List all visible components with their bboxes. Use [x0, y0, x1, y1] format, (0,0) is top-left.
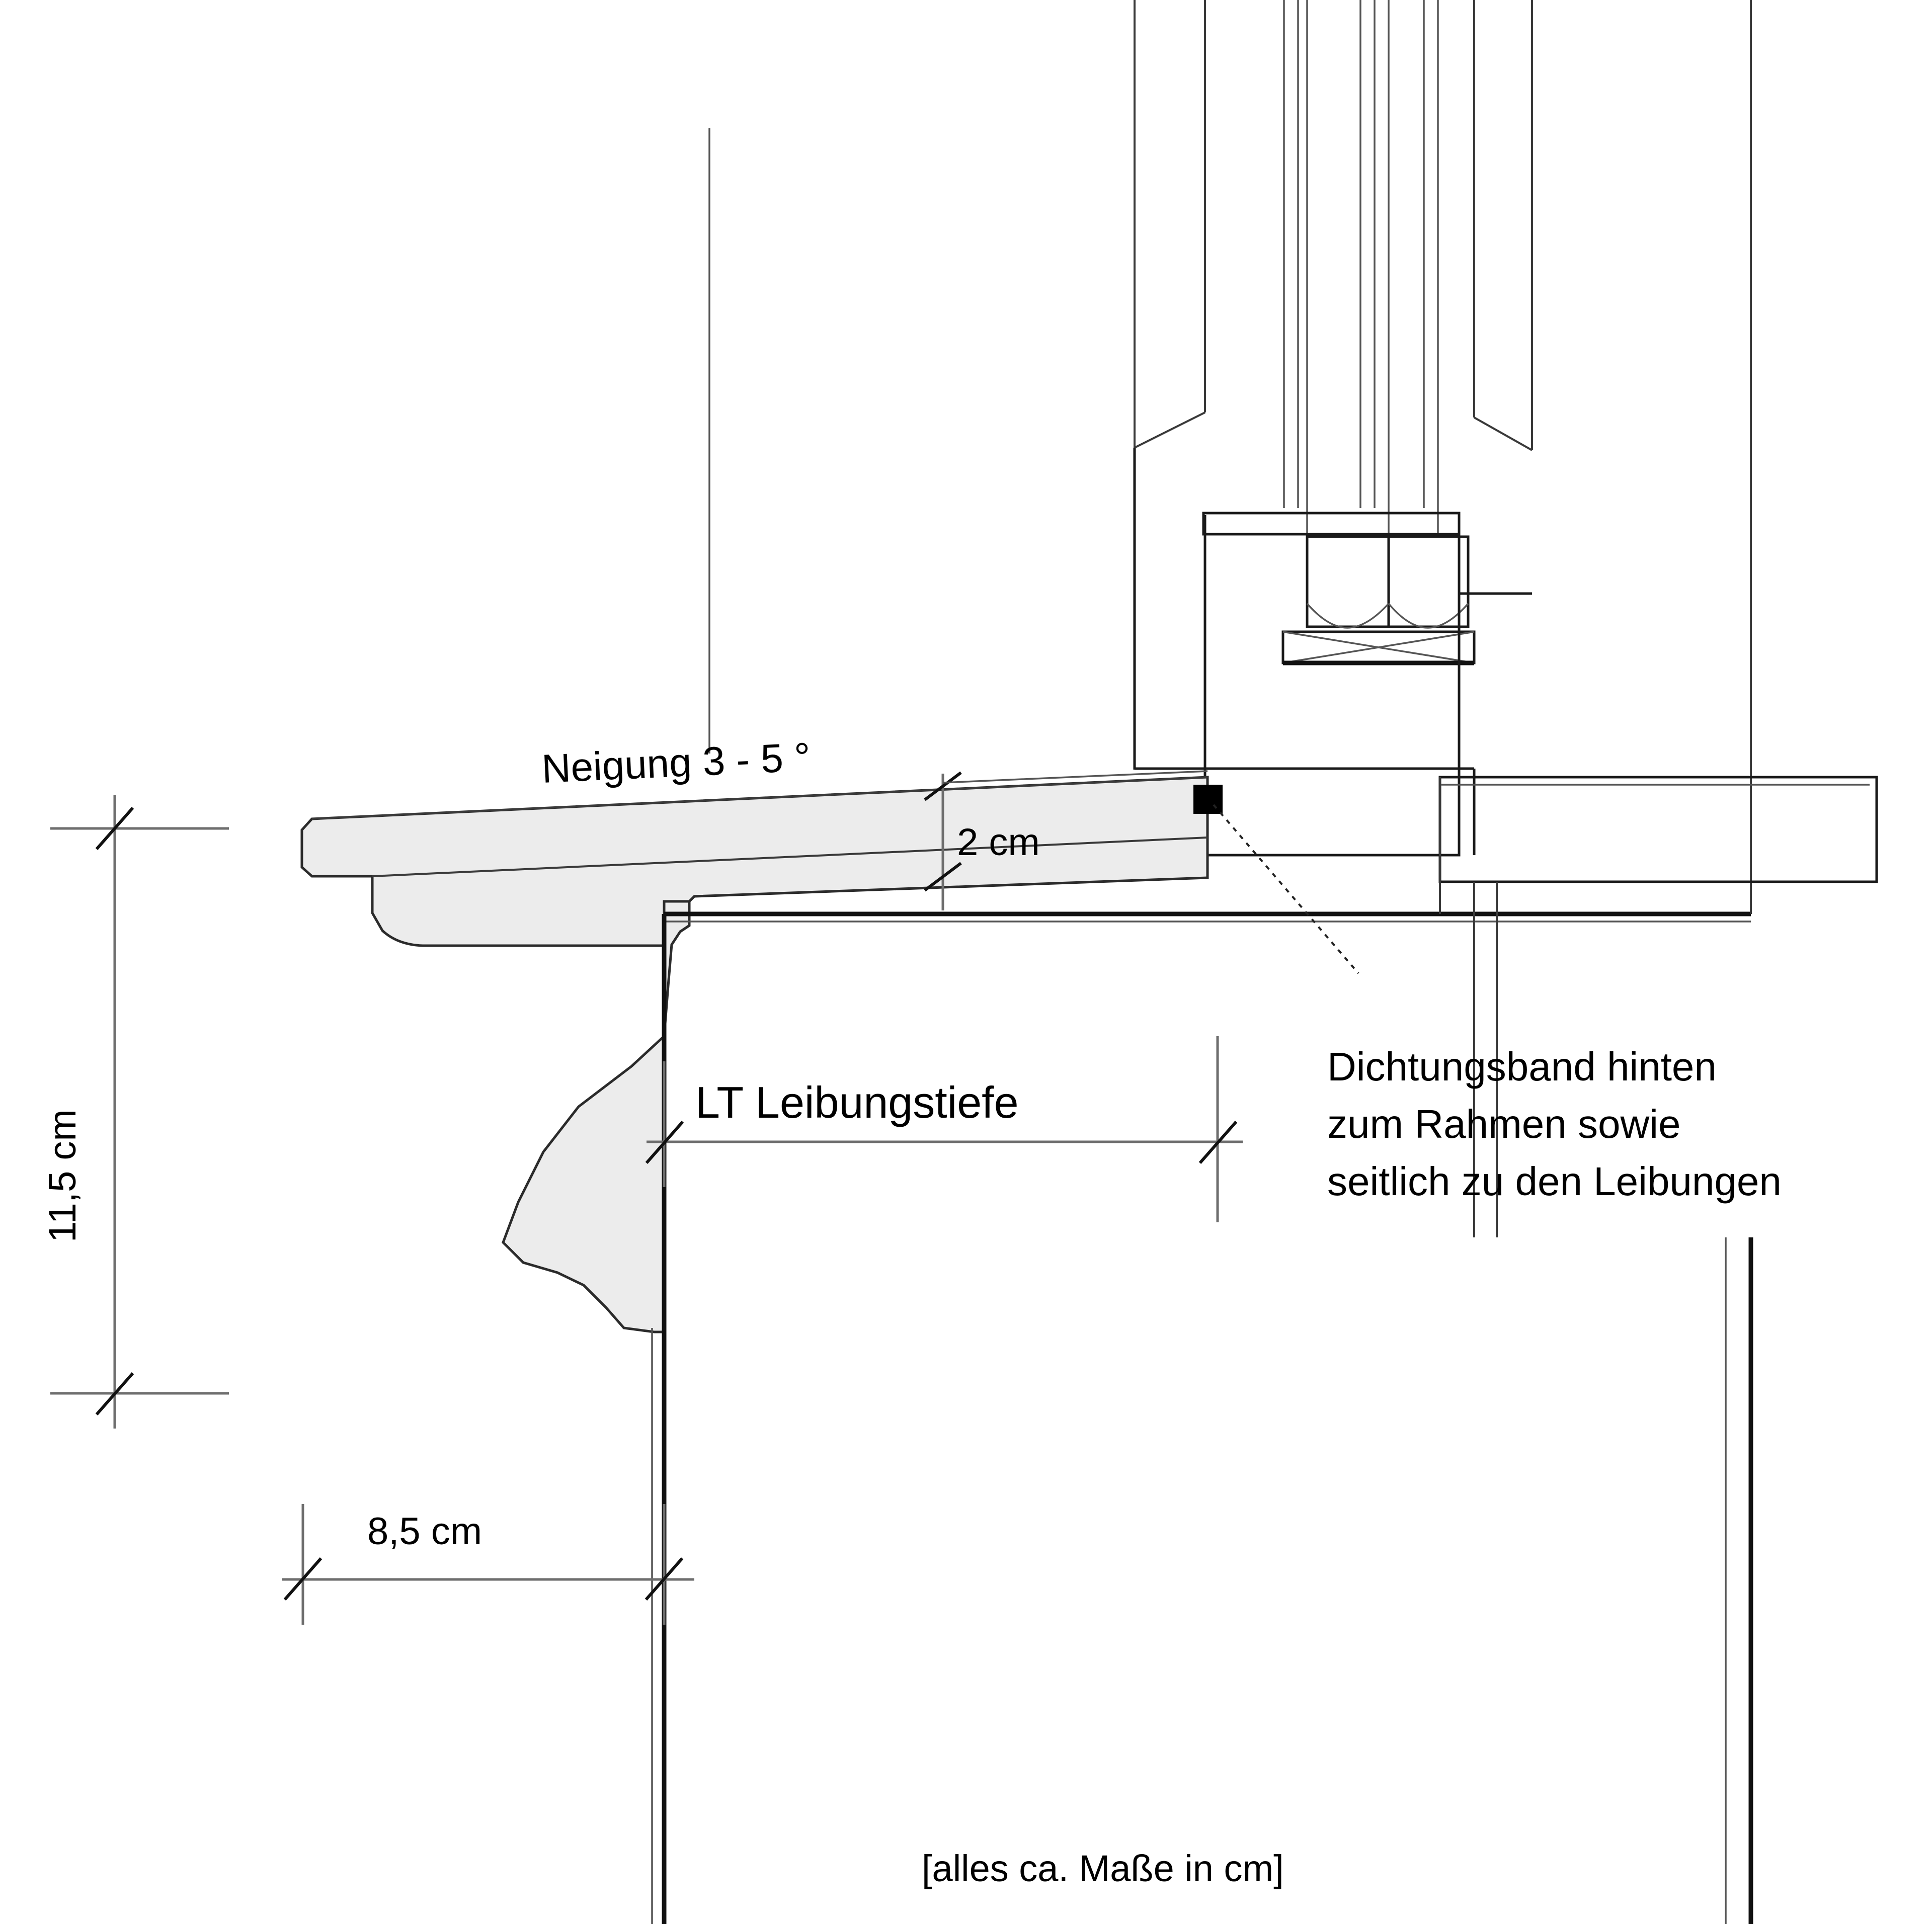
sealing-tape-note-line1: Dichtungsband hinten	[1327, 1044, 1717, 1089]
dimension-sill-projection: 8,5 cm	[282, 1504, 694, 1625]
sealing-tape-leader-line	[1213, 804, 1359, 974]
frame-chamfer-left	[1134, 411, 1205, 449]
dim-115-tick-top	[95, 807, 134, 850]
sealing-tape-note-line2: zum Rahmen sowie	[1327, 1102, 1681, 1146]
dim-2cm-tick-top	[924, 771, 962, 801]
dim-85-label: 8,5 cm	[367, 1510, 482, 1553]
dim-lt-tick-left	[645, 1121, 684, 1164]
frame-body-upper-right	[1205, 533, 1461, 594]
dim-2cm-tick-bottom	[924, 862, 962, 892]
sealing-tape-note-line3: seitlich zu den Leibungen	[1327, 1159, 1782, 1204]
dimension-sill-thickness: 2 cm	[924, 770, 1208, 910]
dim-115-label: 11,5 cm	[41, 1109, 84, 1242]
sill-underside-line	[372, 836, 1208, 877]
frame-chamfer-right	[1474, 416, 1533, 451]
glazing-pocket-left-curve	[1306, 603, 1390, 629]
dim-85-tick-right	[645, 1557, 684, 1601]
sealing-tape-note: Dichtungsband hinten zum Rahmen sowie se…	[1327, 1044, 1782, 1204]
glazing-pocket-right-curve	[1388, 603, 1469, 629]
setting-block-hatch	[1282, 631, 1475, 664]
window-assembly	[1133, 0, 1533, 857]
dim-85-tick-left	[283, 1557, 323, 1601]
dim-2cm-ext-top	[942, 770, 1208, 784]
dim-2cm-label: 2 cm	[957, 821, 1040, 864]
sealing-tape-marker	[1193, 785, 1223, 814]
glazing-pocket-right	[1387, 535, 1470, 628]
dim-115-tick-bottom	[95, 1372, 134, 1415]
sill-top-surface-line	[311, 776, 1208, 820]
exterior-window-sill	[300, 776, 1209, 1333]
frame-body-lower-right	[1205, 594, 1461, 857]
dim-lt-label: LT Leibungstiefe	[695, 1077, 1019, 1127]
dimension-reveal-depth: LT Leibungstiefe	[645, 1036, 1243, 1222]
interior-sill-board	[1438, 776, 1878, 1237]
dimension-sill-height: 11,5 cm	[41, 795, 229, 1429]
dim-lt-tick-right	[1198, 1121, 1238, 1164]
sill-board-profile	[300, 776, 1209, 947]
footnote-units: [alles ca. Maße in cm]	[922, 1848, 1284, 1889]
sill-moulding-profile	[502, 900, 691, 1333]
